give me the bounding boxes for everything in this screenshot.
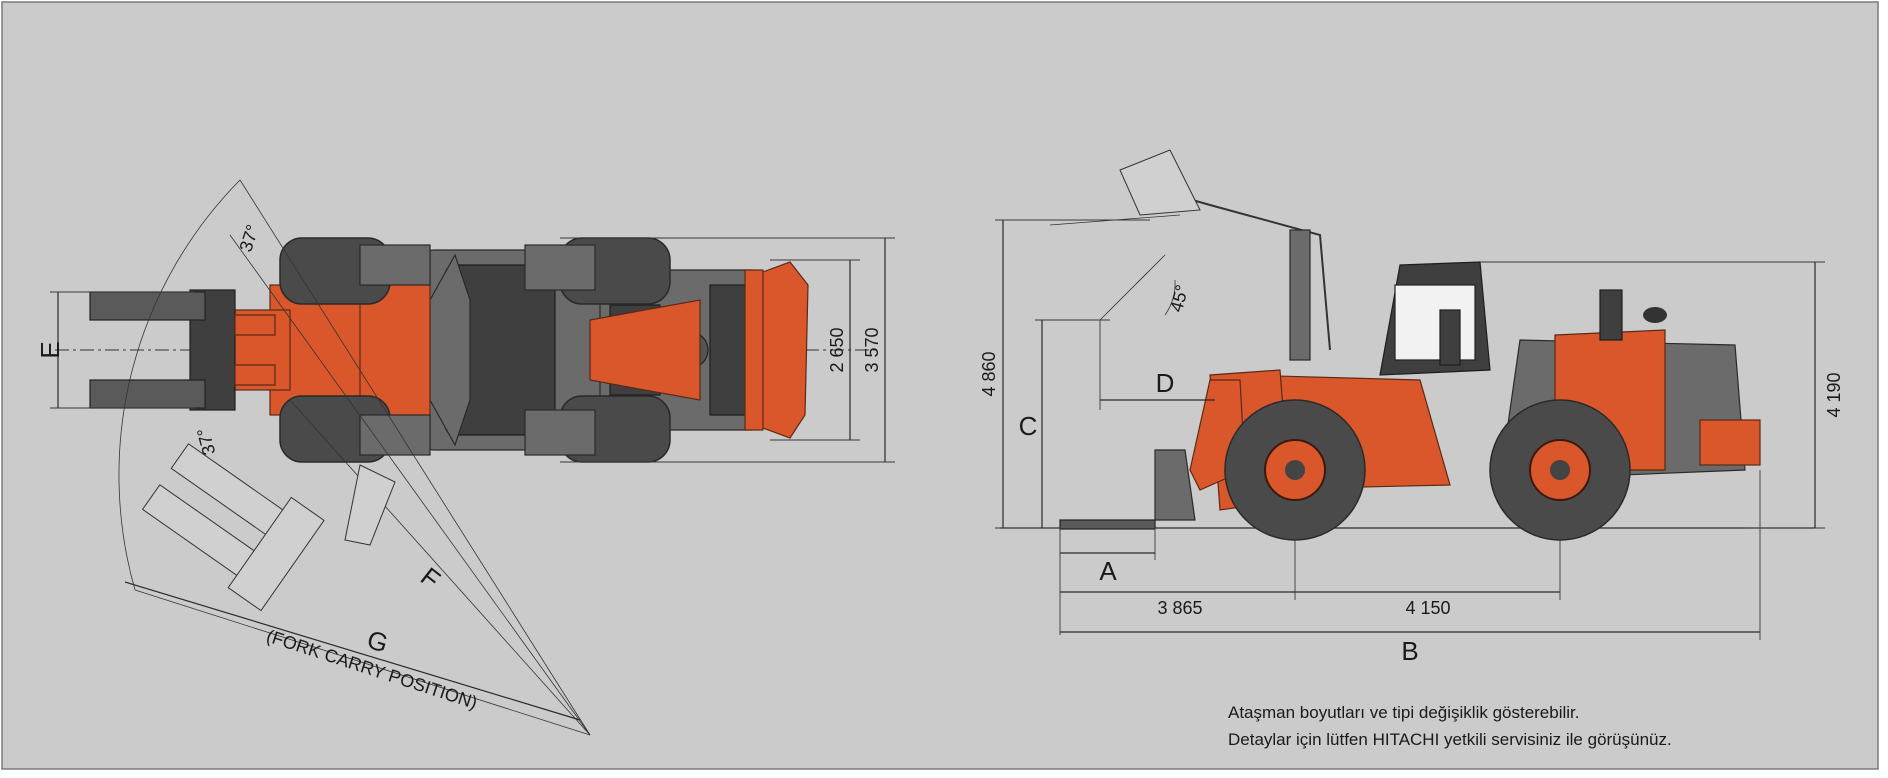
dim-front-axle: 3 865 — [1157, 598, 1202, 618]
label-e: E — [35, 341, 65, 358]
dim-wheelbase: 4 150 — [1405, 598, 1450, 618]
dim-cab-height: 4 190 — [1824, 372, 1844, 417]
footnote-line-1: Ataşman boyutları ve tipi değişiklik gös… — [1228, 703, 1580, 722]
footnote: Ataşman boyutları ve tipi değişiklik gös… — [1228, 703, 1672, 749]
dim-width-inner: 2 650 — [827, 327, 847, 372]
label-d: D — [1156, 368, 1175, 398]
footnote-line-2: Detaylar için lütfen HITACHI yetkili ser… — [1228, 730, 1672, 749]
label-b: B — [1401, 636, 1418, 666]
dim-width-outer: 3 570 — [862, 327, 882, 372]
label-c: C — [1019, 411, 1038, 441]
label-a: A — [1099, 556, 1117, 586]
loader-side-view-drawing: 4 860 C D 45° 4 190 A 3 865 4 150 B — [979, 149, 1844, 666]
dim-max-height: 4 860 — [979, 351, 999, 396]
